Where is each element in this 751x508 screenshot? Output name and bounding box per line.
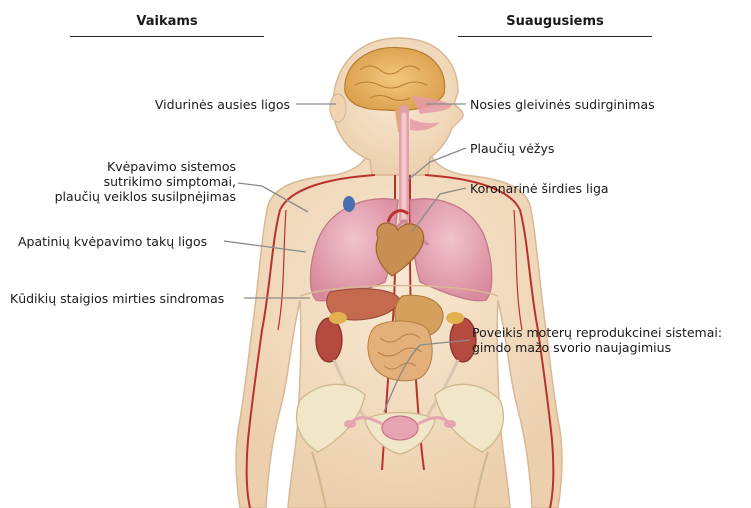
label-lower-respiratory: Apatinių kvėpavimo takų ligos bbox=[18, 234, 207, 249]
header-adults: Suaugusiems bbox=[458, 14, 652, 29]
label-respiratory-line3: plaučių veiklos susilpnėjimas bbox=[20, 189, 236, 204]
label-respiratory-line1: Kvėpavimo sistemos bbox=[20, 159, 236, 174]
label-respiratory-symptoms: Kvėpavimo sistemos sutrikimo simptomai, … bbox=[20, 159, 236, 204]
label-nasal-irritation: Nosies gleivinės sudirginimas bbox=[470, 97, 655, 112]
label-coronary-heart-disease: Koronarinė širdies liga bbox=[470, 181, 609, 196]
header-children-rule bbox=[70, 36, 264, 37]
header-adults-rule bbox=[458, 36, 652, 37]
label-respiratory-line2: sutrikimo simptomai, bbox=[20, 174, 236, 189]
header-children: Vaikams bbox=[70, 14, 264, 29]
label-middle-ear-disease: Vidurinės ausies ligos bbox=[90, 97, 290, 112]
label-sids: Kūdikių staigios mirties sindromas bbox=[10, 291, 224, 306]
label-reproductive-line2: gimdo mažo svorio naujagimius bbox=[472, 340, 722, 355]
label-lung-cancer: Plaučių vėžys bbox=[470, 141, 554, 156]
label-reproductive-effects: Poveikis moterų reprodukcinei sistemai: … bbox=[472, 325, 722, 355]
label-reproductive-line1: Poveikis moterų reprodukcinei sistemai: bbox=[472, 325, 722, 340]
